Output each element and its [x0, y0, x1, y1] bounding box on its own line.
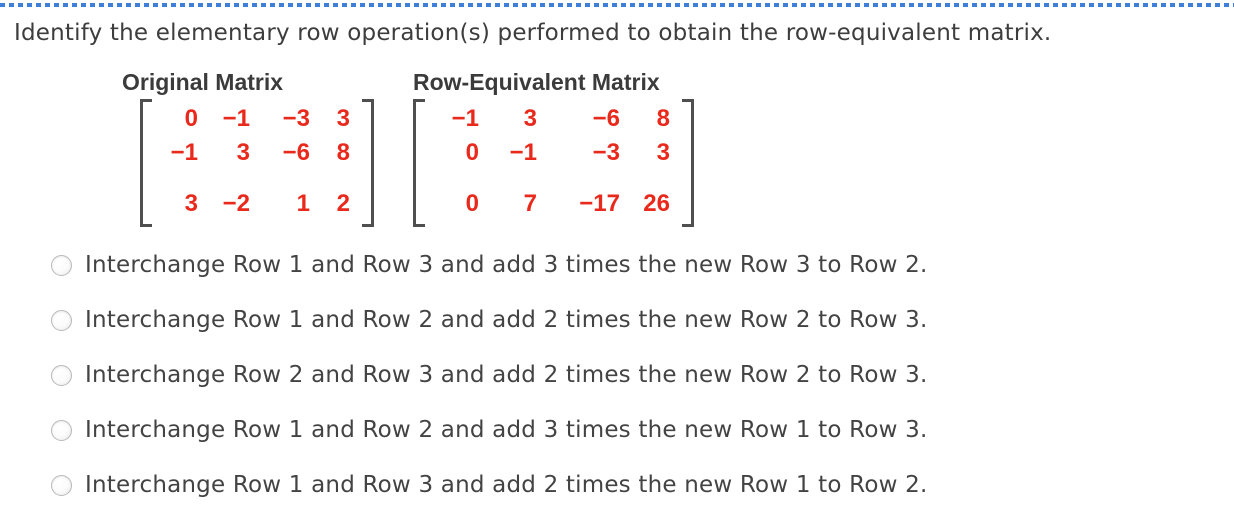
matrix-cell: 7 [523, 190, 537, 217]
answer-option-2[interactable]: Interchange Row 1 and Row 2 and add 2 ti… [51, 307, 927, 333]
matrix-cell: 0 [184, 105, 198, 132]
matrix-cell: 3 [236, 139, 250, 166]
original-matrix: 0 −1 −3 3 −1 3 −6 8 3 −2 1 2 [140, 99, 374, 227]
matrix-cell: −3 [592, 139, 620, 166]
answer-option-label: Interchange Row 1 and Row 2 and add 3 ti… [85, 417, 928, 443]
matrix-cell: −1 [451, 105, 479, 132]
row-equivalent-matrix-title: Row-Equivalent Matrix [413, 69, 660, 95]
matrix-cell: 3 [656, 139, 670, 166]
panel-top-dashed-border [0, 3, 1234, 7]
matrix-cell: 3 [184, 190, 198, 217]
original-matrix-grid: 0 −1 −3 3 −1 3 −6 8 3 −2 1 2 [152, 99, 362, 227]
radio-button[interactable] [51, 364, 72, 386]
question-prompt: Identify the elementary row operation(s)… [14, 20, 1052, 46]
matrix-bracket-left [140, 99, 152, 227]
radio-button[interactable] [51, 419, 72, 441]
answer-option-5[interactable]: Interchange Row 1 and Row 3 and add 2 ti… [51, 472, 927, 498]
matrix-cell: 2 [336, 190, 350, 217]
radio-button[interactable] [51, 474, 72, 496]
matrix-cell: −6 [592, 105, 620, 132]
matrix-cell: 0 [465, 139, 479, 166]
answer-option-4[interactable]: Interchange Row 1 and Row 2 and add 3 ti… [51, 417, 927, 443]
matrix-bracket-right [682, 99, 694, 227]
row-equivalent-matrix: −1 3 −6 8 0 −1 −3 3 0 7 −17 26 [413, 99, 694, 227]
matrix-cell: 8 [336, 139, 350, 166]
answer-option-1[interactable]: Interchange Row 1 and Row 3 and add 3 ti… [51, 252, 927, 278]
matrix-cell: −3 [282, 105, 310, 132]
matrix-cell: 0 [465, 190, 479, 217]
original-matrix-title: Original Matrix [122, 69, 284, 95]
matrix-cell: 3 [523, 105, 537, 132]
matrix-cell: −1 [170, 139, 198, 166]
matrix-cell: −6 [282, 139, 310, 166]
answer-option-label: Interchange Row 1 and Row 3 and add 2 ti… [85, 472, 928, 498]
answer-option-label: Interchange Row 2 and Row 3 and add 2 ti… [85, 362, 928, 388]
matrix-bracket-left [413, 99, 425, 227]
matrix-cell: −1 [509, 139, 537, 166]
matrix-cell: −1 [222, 105, 250, 132]
matrix-cell: 3 [336, 105, 350, 132]
matrix-cell: 8 [656, 105, 670, 132]
matrix-cell: −2 [222, 190, 250, 217]
answer-option-label: Interchange Row 1 and Row 3 and add 3 ti… [85, 252, 928, 278]
matrix-cell: 1 [296, 190, 310, 217]
radio-button[interactable] [51, 254, 72, 276]
radio-button[interactable] [51, 309, 72, 331]
matrix-bracket-right [362, 99, 374, 227]
answer-option-3[interactable]: Interchange Row 2 and Row 3 and add 2 ti… [51, 362, 927, 388]
answer-option-label: Interchange Row 1 and Row 2 and add 2 ti… [85, 307, 928, 333]
row-equivalent-matrix-grid: −1 3 −6 8 0 −1 −3 3 0 7 −17 26 [425, 99, 682, 227]
matrix-cell: −17 [579, 190, 620, 217]
matrix-cell: 26 [643, 190, 670, 217]
